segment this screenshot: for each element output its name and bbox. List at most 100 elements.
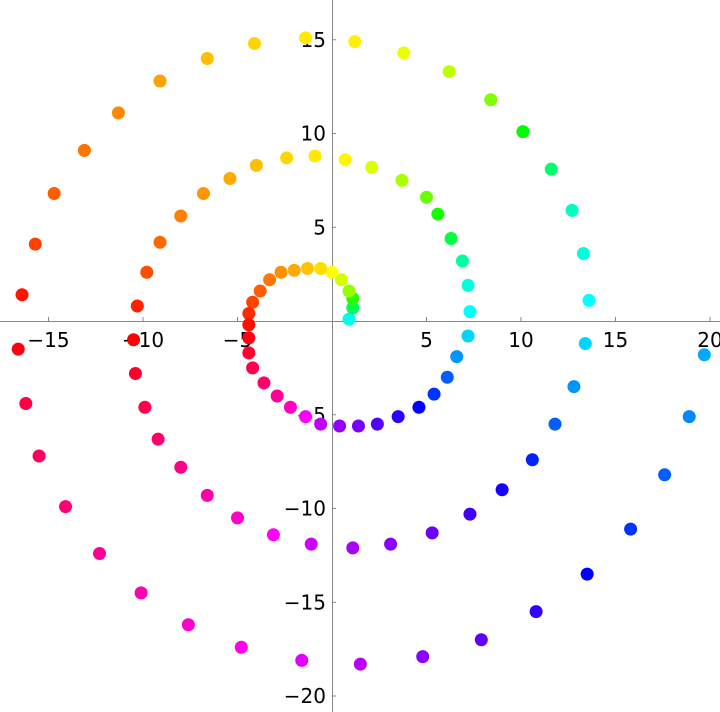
data-point [461,278,475,292]
data-point [253,284,267,298]
data-point [274,265,288,279]
y-tick-label: 10 [301,122,326,146]
data-point [455,254,469,268]
data-point [342,284,356,298]
data-point [365,160,379,174]
data-point [474,633,488,647]
data-point [342,312,356,326]
y-tick-label: −20 [284,684,326,708]
data-point [246,361,260,375]
data-point [697,348,711,362]
data-point [15,288,29,302]
data-point [576,247,590,260]
data-point [525,453,539,467]
x-tick-label: 5 [420,328,433,352]
y-tick-label: −15 [284,590,326,614]
data-point [304,537,318,551]
data-point [416,650,430,664]
data-point [578,337,592,350]
data-point [548,417,562,431]
data-point [153,235,167,249]
data-point [248,37,262,50]
data-point [266,528,280,542]
data-point [128,367,142,380]
data-point [333,419,347,433]
data-point [11,342,25,356]
data-point [28,237,42,251]
data-point [196,187,210,200]
data-point [314,417,328,431]
data-point [174,460,188,474]
data-point [111,106,125,120]
data-point [270,389,284,403]
data-point [138,400,152,414]
data-point [658,468,672,482]
data-point [19,397,33,410]
data-point [463,305,477,319]
data-point [338,153,352,167]
data-point [420,190,433,204]
data-point [59,500,73,514]
data-point [391,410,405,424]
data-point [444,232,458,245]
data-point [682,410,696,424]
y-tick-label: 5 [313,215,326,239]
data-point [223,172,237,185]
data-point [231,511,244,525]
data-point [463,507,477,521]
x-tick-label: 15 [603,328,628,352]
data-point [32,449,46,463]
data-point [425,526,439,540]
data-point [287,263,301,277]
data-point [299,410,313,424]
data-point [384,537,398,551]
data-point [47,187,61,200]
data-point [280,151,294,165]
data-point [442,65,456,79]
data-point [249,158,263,172]
data-point [624,522,638,536]
data-point [567,380,581,394]
data-point [516,125,530,139]
data-point [300,262,314,275]
data-point [334,273,348,287]
data-point [242,318,256,332]
data-point [130,299,144,313]
data-point [395,173,409,187]
data-point [353,657,367,671]
data-point [397,46,411,60]
data-point [351,419,365,433]
data-point [348,35,362,49]
data-point [440,370,454,384]
data-point [565,203,579,217]
data-point [308,149,322,163]
data-point [582,293,596,307]
data-point [529,605,543,619]
data-point [93,547,107,560]
data-point [427,387,441,401]
data-point [153,74,167,88]
data-point [450,350,464,364]
data-point [257,376,271,390]
data-point [134,586,148,600]
x-tick-label: 10 [508,328,533,352]
data-point [431,207,445,221]
data-point [299,31,313,45]
data-point [77,143,91,157]
data-point [495,483,509,497]
data-point [580,567,594,581]
data-point [283,400,297,414]
data-point [370,417,384,431]
data-point [174,209,188,223]
data-points [11,31,711,671]
data-point [200,52,214,65]
y-tick-label: −10 [284,497,326,521]
data-point [246,295,260,309]
data-point [295,653,309,667]
data-point [461,329,475,343]
data-point [151,432,165,446]
data-point [242,331,256,345]
